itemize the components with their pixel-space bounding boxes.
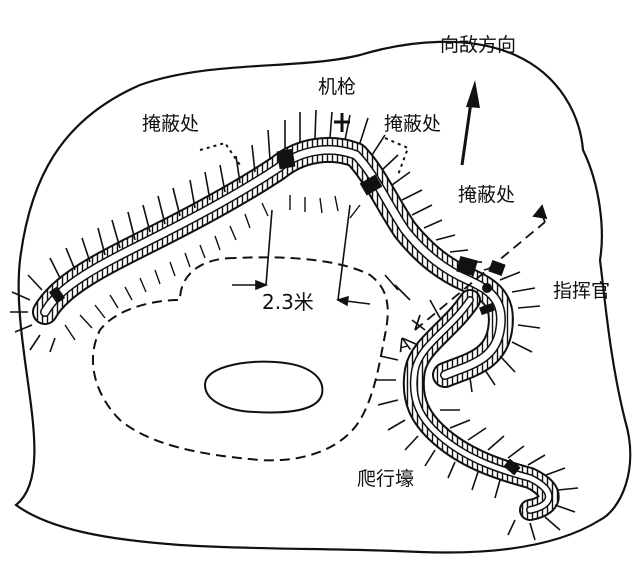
cover-left-label: 掩蔽处 [142,113,200,135]
dashed-area [92,256,389,462]
hill-contour [14,40,632,554]
cover-right-label: 掩蔽处 [458,184,516,206]
commander-marker [482,283,492,293]
machine-gun-marker [334,113,350,132]
enemy-direction-arrow [460,80,480,166]
commander-label: 指挥官 [553,280,611,302]
cover-block-right [456,255,478,277]
crawl-trench-label: 爬行壕 [357,468,415,490]
machine-gun-label: 机枪 [318,76,357,98]
cover-center-label: 掩蔽处 [384,113,442,135]
enemy-direction-label: 向敌方向 [440,34,517,56]
cover-block-center [359,174,383,196]
section-line [414,204,548,331]
parapet-spikes [10,109,579,541]
cover-block-left [276,148,296,170]
width-dimension-label: 2.3米 [262,290,314,314]
inner-spikes [64,195,361,341]
central-pond [203,360,324,414]
width-dimension-lines [232,204,371,307]
